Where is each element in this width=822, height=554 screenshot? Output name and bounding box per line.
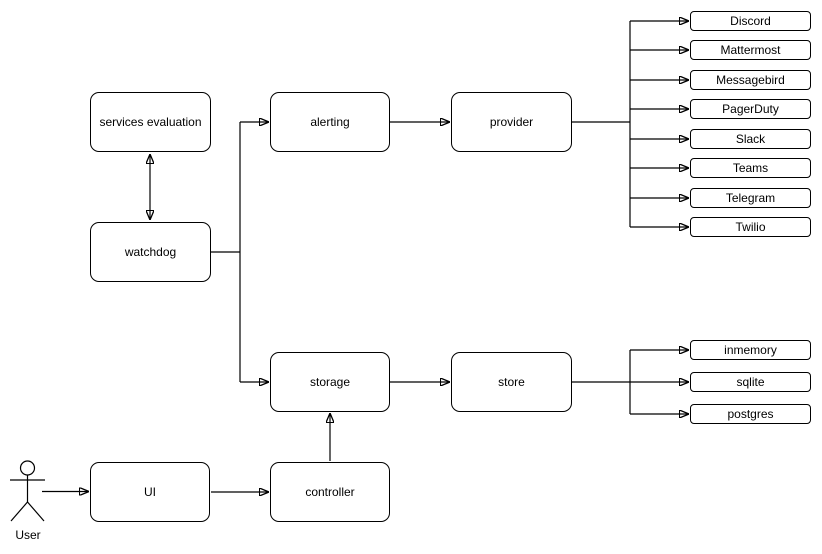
store-sqlite: sqlite <box>690 372 811 392</box>
node-storage: storage <box>270 352 390 412</box>
provider-telegram: Telegram <box>690 188 811 208</box>
provider-slack: Slack <box>690 129 811 149</box>
provider-teams: Teams <box>690 158 811 178</box>
store-inmemory: inmemory <box>690 340 811 360</box>
node-alerting: alerting <box>270 92 390 152</box>
node-services-evaluation: services evaluation <box>90 92 211 152</box>
provider-pagerduty: PagerDuty <box>690 99 811 119</box>
node-store: store <box>451 352 572 412</box>
provider-twilio: Twilio <box>690 217 811 237</box>
node-ui: UI <box>90 462 210 522</box>
actor-left-leg <box>10 501 28 522</box>
store-postgres: postgres <box>690 404 811 424</box>
provider-mattermost: Mattermost <box>690 40 811 60</box>
actor-head <box>19 460 36 476</box>
node-watchdog: watchdog <box>90 222 211 282</box>
provider-messagebird: Messagebird <box>690 70 811 90</box>
node-controller: controller <box>270 462 390 522</box>
user-actor-icon <box>10 460 45 522</box>
actor-right-leg <box>27 501 45 522</box>
node-provider: provider <box>451 92 572 152</box>
user-actor-label: User <box>15 528 41 542</box>
provider-discord: Discord <box>690 11 811 31</box>
